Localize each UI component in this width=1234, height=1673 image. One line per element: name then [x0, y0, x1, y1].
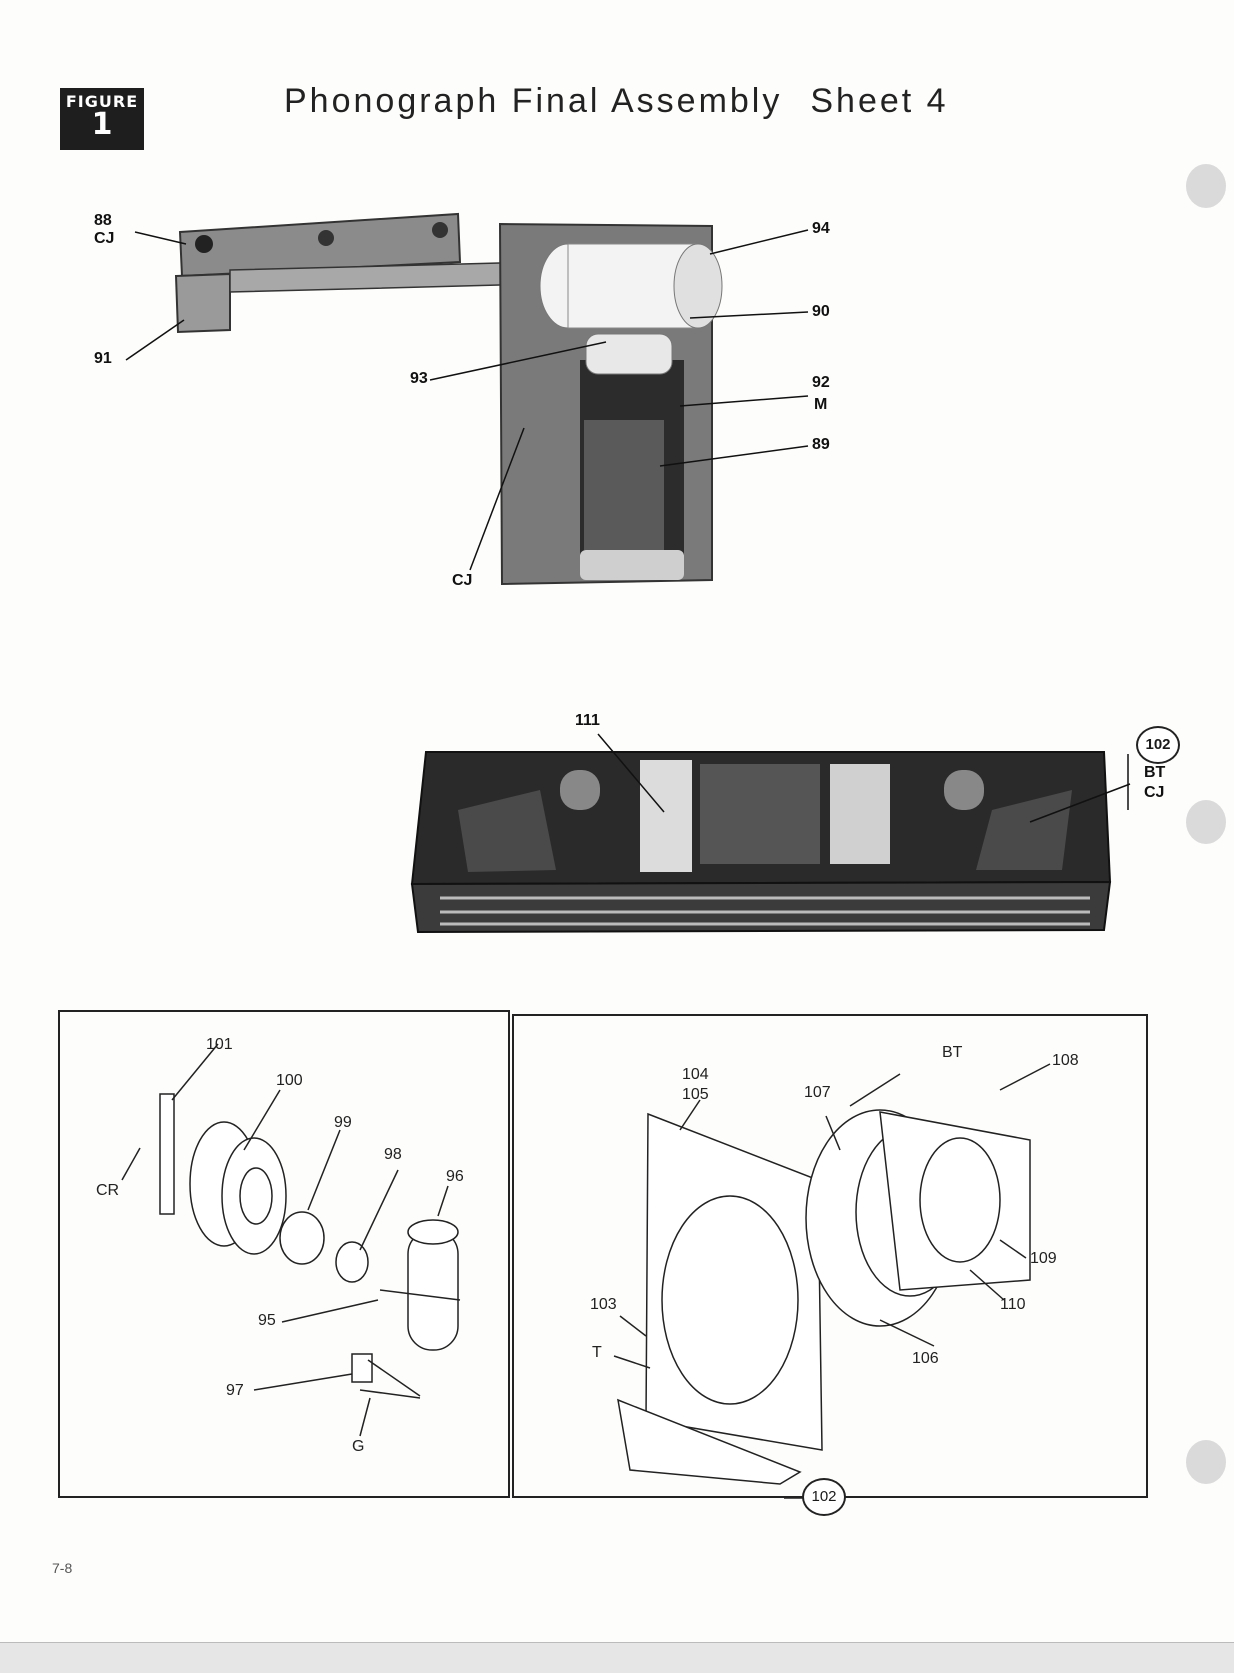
middle-assembly-drawing: [410, 751, 1112, 934]
label-105: 105: [682, 1086, 709, 1103]
label-101: 101: [206, 1036, 233, 1053]
label-88: 88: [94, 212, 112, 229]
scan-footer-strip: [0, 1642, 1234, 1673]
label-95: 95: [258, 1312, 276, 1329]
label-110: 110: [1000, 1296, 1026, 1313]
figure-number: 1: [91, 107, 113, 142]
label-107: 107: [804, 1084, 831, 1101]
label-104: 104: [682, 1066, 709, 1083]
label-94: 94: [812, 220, 830, 237]
middle-leader-lines: [597, 733, 1131, 823]
left-detail-panel: [58, 1010, 510, 1498]
label-cj-top: CJ: [94, 230, 115, 247]
label-bt-right: BT: [942, 1044, 963, 1061]
label-91: 91: [94, 350, 112, 367]
label-100: 100: [276, 1072, 303, 1089]
label-102-circle: 102: [1136, 726, 1180, 764]
title-main: Phonograph Final Assembly: [284, 82, 783, 120]
top-leader-lines: [125, 229, 809, 571]
binder-hole-middle: [1186, 800, 1226, 844]
label-96: 96: [446, 1168, 464, 1185]
left-panel-drawing: [121, 1043, 461, 1437]
label-g: G: [352, 1438, 365, 1455]
label-cr: CR: [96, 1182, 120, 1199]
label-93: 93: [410, 370, 428, 387]
label-97: 97: [226, 1382, 244, 1399]
figure-word: FIGURE: [65, 92, 139, 111]
label-bt-middle: BT: [1144, 764, 1166, 781]
label-108: 108: [1052, 1052, 1079, 1069]
label-111: 111: [575, 712, 600, 729]
label-t: T: [592, 1344, 602, 1361]
label-92: 92: [812, 374, 830, 391]
label-109: 109: [1030, 1250, 1057, 1267]
binder-hole-top: [1186, 164, 1226, 208]
right-panel-drawing: [613, 1063, 1051, 1499]
label-103: 103: [590, 1296, 617, 1313]
label-cj-bottom: CJ: [452, 572, 473, 589]
page-title: Phonograph Final Assembly Sheet 4: [284, 82, 977, 121]
label-106: 106: [912, 1350, 939, 1367]
label-98: 98: [384, 1146, 402, 1163]
binder-hole-bottom: [1186, 1440, 1226, 1484]
label-m: M: [814, 396, 828, 413]
page-number: 7-8: [52, 1560, 73, 1576]
title-sheet: Sheet 4: [810, 82, 949, 120]
label-102-bottom-circle: 102: [802, 1478, 846, 1516]
figure-badge: FIGURE 1: [60, 88, 144, 150]
label-cj-middle: CJ: [1144, 784, 1165, 801]
label-90: 90: [812, 303, 830, 320]
top-assembly-drawing: [174, 212, 723, 586]
label-89: 89: [812, 436, 830, 453]
label-99: 99: [334, 1114, 352, 1131]
